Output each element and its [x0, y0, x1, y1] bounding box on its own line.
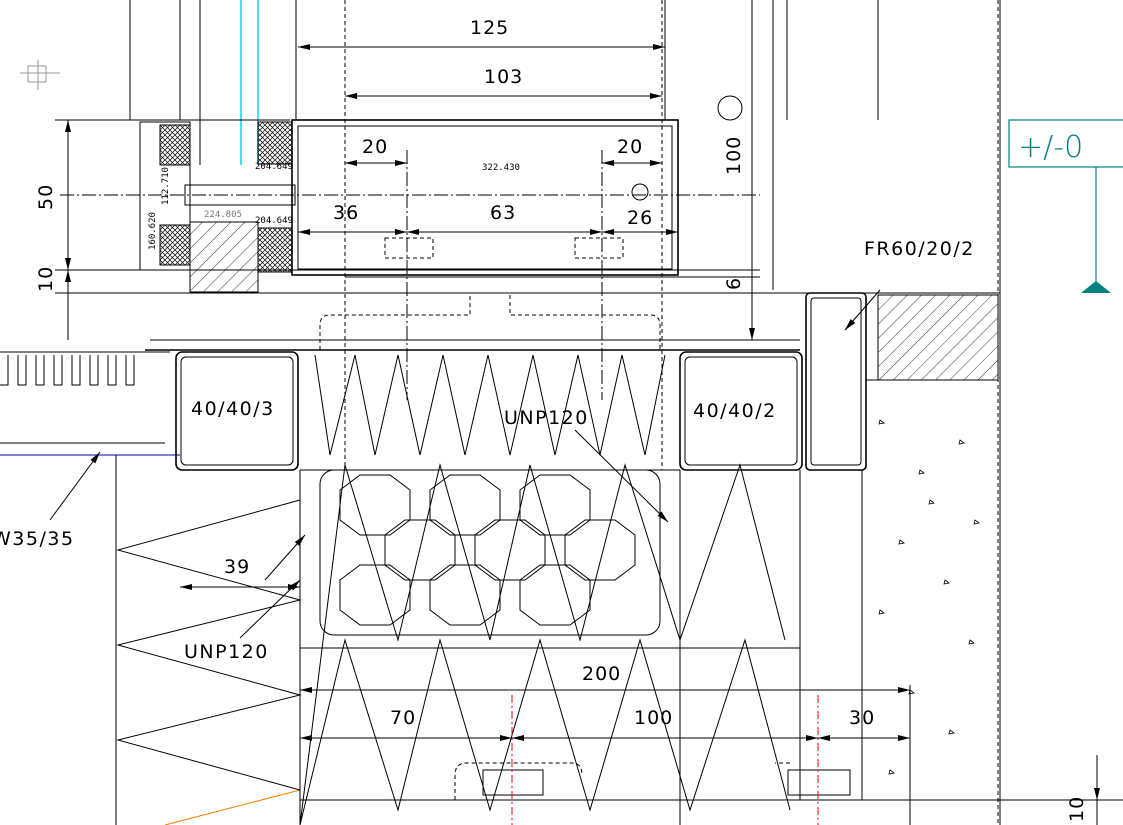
- level-marker[interactable]: +/-0: [1008, 119, 1123, 293]
- gasket-code-bottom: 204.649: [255, 216, 293, 226]
- snap-cursor-icon: [20, 60, 60, 90]
- reference-lines: [0, 119, 1123, 825]
- vertical-code-2: 112.710: [161, 167, 171, 205]
- callout-tube-right: 40/40/2: [693, 400, 777, 422]
- dim-10-bottom: 10: [1066, 796, 1088, 822]
- dim-39: 39: [224, 556, 250, 578]
- level-triangle-icon: [1081, 281, 1111, 293]
- frame-lines: [129, 0, 1001, 825]
- gasket-code-top: 204.649: [255, 162, 293, 172]
- dim-125: 125: [470, 17, 509, 39]
- dim-30: 30: [849, 707, 875, 729]
- dim-70: 70: [390, 707, 416, 729]
- dim-103: 103: [484, 66, 523, 88]
- dim-6: 6: [723, 277, 745, 290]
- dim-63: 63: [490, 202, 516, 224]
- leader-lines: [49, 289, 881, 639]
- dimension-texts: 125 103 20 20 36 63 26 50 10 100 6 39 20…: [35, 17, 1088, 822]
- steel-tubes: [115, 292, 867, 825]
- callout-w35: W35/35: [0, 528, 75, 550]
- dim-10-left: 10: [35, 266, 57, 292]
- dim-100-bottom: 100: [634, 707, 673, 729]
- grating: [0, 355, 135, 386]
- honeycomb-panel: [319, 469, 661, 636]
- transom-profile: [139, 95, 743, 293]
- dim-200: 200: [582, 663, 621, 685]
- small-texts: 322.430 204.649 204.649 224.805 160.620 …: [148, 162, 520, 250]
- callout-tube-left: 40/40/3: [191, 398, 275, 420]
- concrete-wall: [866, 294, 999, 775]
- callout-unp120-center: UNP120: [504, 407, 589, 429]
- dim-50: 50: [35, 184, 57, 210]
- callout-unp120-left: UNP120: [184, 641, 269, 663]
- dimension-lines: [65, 0, 1100, 825]
- callout-fr60: FR60/20/2: [864, 238, 975, 260]
- callouts: FR60/20/2 40/40/3 40/40/2 UNP120 UNP120 …: [0, 238, 975, 663]
- dim-20-right: 20: [617, 136, 643, 158]
- vertical-code-1: 160.620: [148, 212, 158, 250]
- dim-100: 100: [723, 136, 745, 175]
- bolts: [454, 695, 851, 825]
- dim-26: 26: [627, 207, 653, 229]
- dim-20-left: 20: [362, 136, 388, 158]
- dim-36: 36: [333, 202, 359, 224]
- level-label: +/-0: [1018, 130, 1083, 165]
- insert-code: 224.805: [204, 210, 242, 220]
- insulation: [116, 354, 791, 825]
- profile-code: 322.430: [482, 163, 520, 173]
